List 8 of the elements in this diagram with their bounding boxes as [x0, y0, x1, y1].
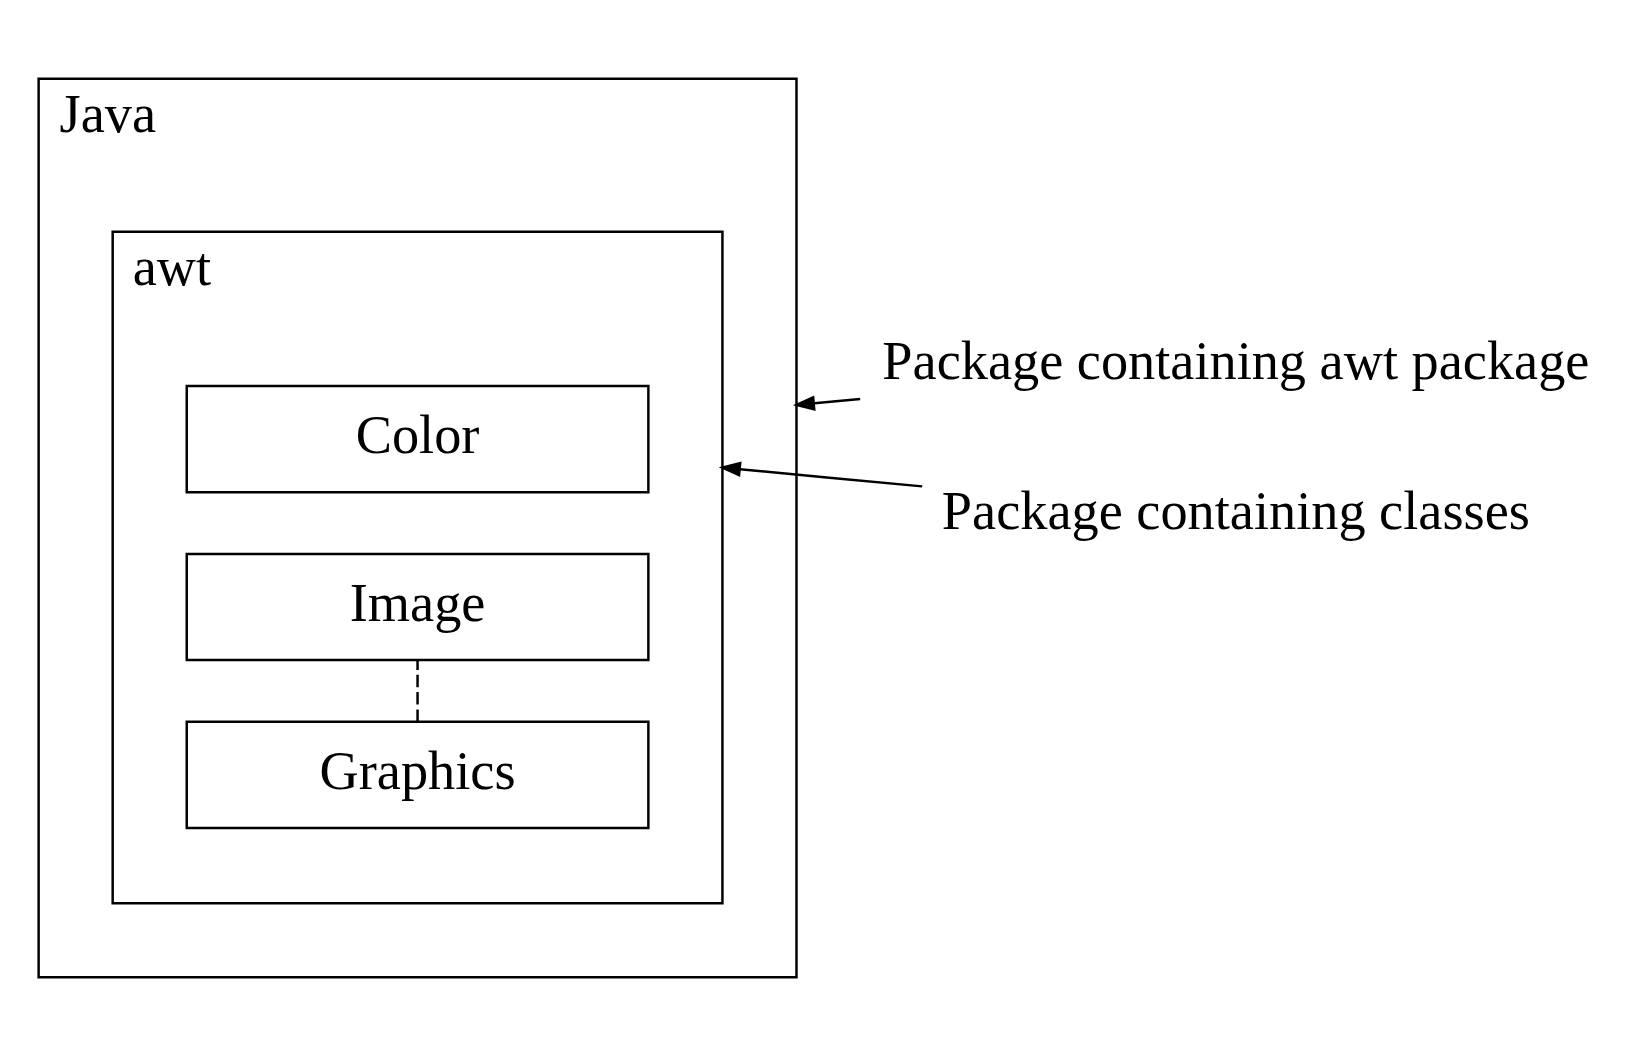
- node-box: Color: [185, 384, 650, 493]
- connector: [415, 660, 419, 722]
- node-text: Package containing classes: [941, 480, 1530, 541]
- node-box: Graphics: [185, 720, 650, 829]
- node-text: Package containing awt package: [881, 330, 1589, 391]
- arrow: [718, 461, 922, 488]
- arrow: [792, 394, 860, 411]
- node-box: Image: [185, 552, 650, 661]
